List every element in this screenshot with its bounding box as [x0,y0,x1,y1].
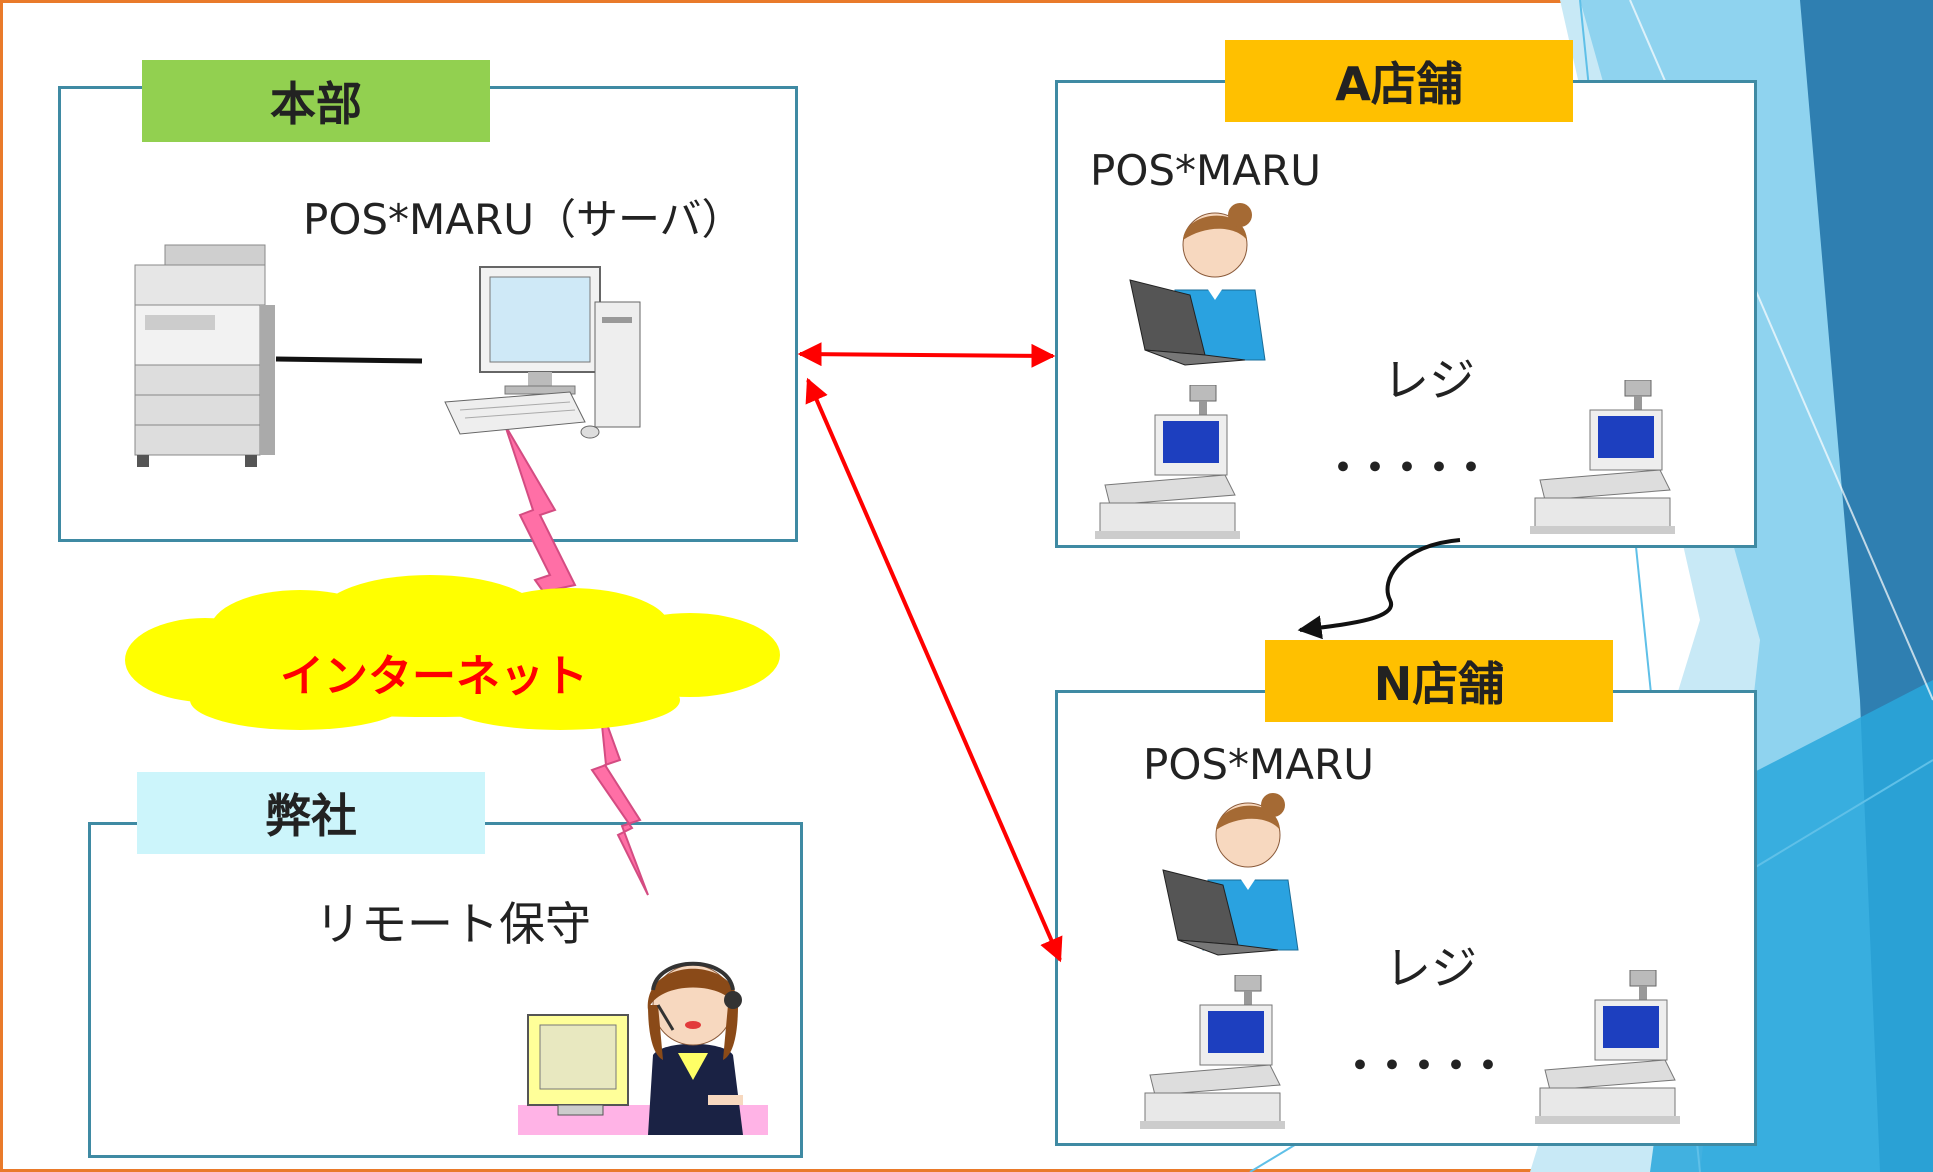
arrow-store-a-to-n [1297,538,1461,640]
store-n-app-label: POS*MARU [1143,740,1374,789]
lightning-upper-icon [504,424,577,616]
store-n-register-2-icon [1535,970,1680,1124]
printer-connection-line [275,356,423,364]
store-a-app-label: POS*MARU [1090,146,1321,195]
store-a-title: A店舗 [1225,40,1573,122]
store-n-register-label: レジ [1385,941,1477,995]
support-label: リモート保守 [315,897,591,951]
desktop-computer-icon [444,266,641,439]
store-n-ellipsis: ・・・・・ [1337,1039,1511,1093]
printer-copier-icon [134,244,275,467]
honbu-box [58,86,798,542]
store-n-title: N店舗 [1265,640,1613,722]
store-a-ellipsis: ・・・・・ [1320,441,1494,495]
server-label: POS*MARU（サーバ） [303,195,744,244]
store-a-register-2-icon [1530,380,1675,534]
support-operator-icon [518,961,768,1135]
store-n-staff-laptop-icon [1162,793,1299,956]
store-a-staff-laptop-icon [1129,203,1266,366]
store-a-register-label: レジ [1383,353,1475,407]
lightning-lower-icon [590,704,649,896]
arrow-honbu-store-a [797,342,1056,368]
internet-label: インターネット [280,651,588,702]
store-n-register-1-icon [1140,975,1285,1129]
heisha-title: 弊社 [137,772,485,854]
arrow-honbu-store-n [805,377,1063,963]
honbu-title: 本部 [142,60,490,142]
internet-cloud-icon [125,575,780,730]
store-a-register-1-icon [1095,385,1240,539]
